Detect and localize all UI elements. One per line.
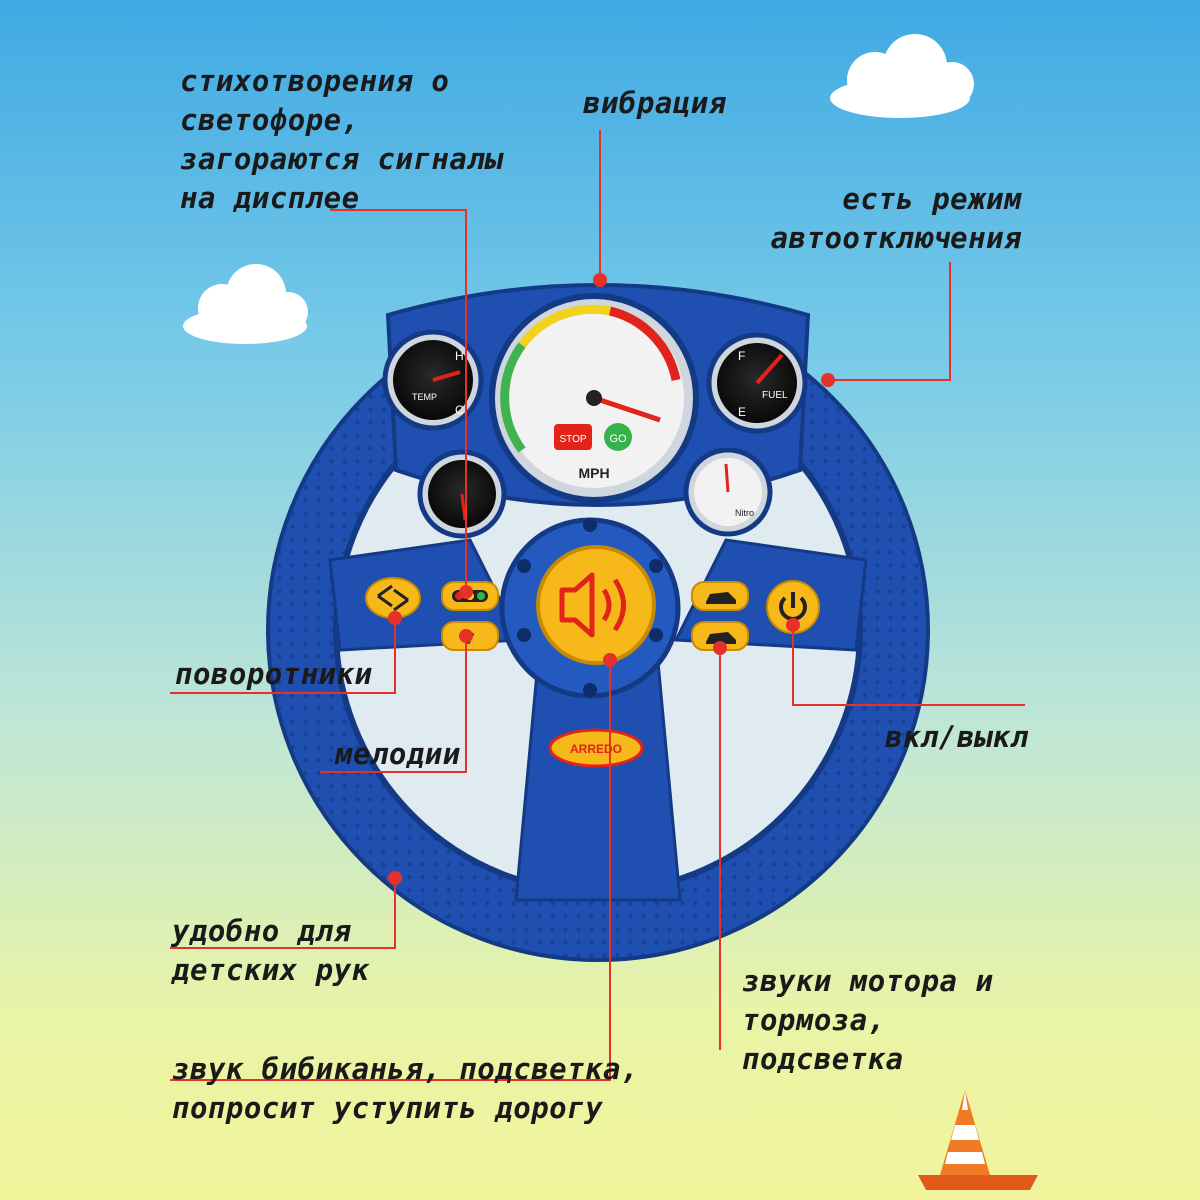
horn-button[interactable] bbox=[536, 545, 656, 665]
power-button[interactable] bbox=[766, 580, 820, 634]
svg-text:F: F bbox=[738, 349, 745, 363]
svg-text:STOP: STOP bbox=[559, 434, 586, 445]
svg-text:E: E bbox=[738, 405, 746, 419]
turn-signals-label: поворотники bbox=[175, 657, 373, 691]
engine-sound-button[interactable] bbox=[691, 581, 749, 611]
nitro-gauge: Nitro bbox=[683, 447, 773, 537]
svg-text:C: C bbox=[455, 403, 464, 417]
svg-text:GO: GO bbox=[609, 433, 627, 445]
power-label: вкл/выкл bbox=[885, 720, 1029, 754]
brake-sound-button[interactable] bbox=[691, 621, 749, 651]
car-icon bbox=[706, 592, 736, 604]
temperature-gauge: H C TEMP bbox=[382, 329, 484, 431]
leader-dots bbox=[388, 273, 835, 885]
auto-off-label: есть режим автоотключения bbox=[770, 182, 1022, 255]
cloud-icon bbox=[183, 264, 308, 344]
arrows-icon bbox=[377, 584, 409, 612]
svg-text:H: H bbox=[455, 349, 464, 363]
melodies-label: мелодии bbox=[335, 737, 461, 771]
horn-label: звук бибиканья, подсветка, попросит усту… bbox=[172, 1052, 639, 1125]
cloud-icon bbox=[830, 34, 974, 118]
grip-label: удобно для детских рук bbox=[172, 914, 370, 987]
car-icon bbox=[706, 632, 736, 644]
speedometer: STOP GO MPH bbox=[489, 293, 699, 503]
leader-lines bbox=[170, 130, 1025, 1081]
svg-text:TEMP: TEMP bbox=[412, 392, 437, 402]
go-icon bbox=[604, 423, 632, 451]
brand-logo: ARREDO bbox=[548, 728, 644, 768]
poems-label: стихотворения о светофоре, загораются си… bbox=[180, 64, 504, 215]
speaker-icon bbox=[559, 572, 595, 638]
svg-text:ARREDO: ARREDO bbox=[570, 742, 622, 756]
svg-text:FUEL: FUEL bbox=[762, 390, 788, 401]
stop-sign-icon bbox=[554, 424, 592, 450]
rpm-gauge bbox=[417, 449, 507, 539]
svg-text:MPH: MPH bbox=[578, 465, 609, 481]
svg-text:Nitro: Nitro bbox=[735, 508, 754, 518]
traffic-cone-icon bbox=[918, 1090, 1038, 1190]
engine-sounds-label: звуки мотора и тормоза, подсветка bbox=[742, 964, 994, 1076]
vibration-label: вибрация bbox=[583, 86, 727, 120]
fuel-gauge: F E FUEL bbox=[706, 332, 808, 434]
